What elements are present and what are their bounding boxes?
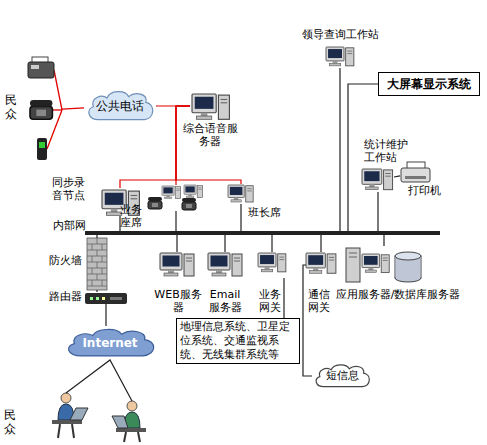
node-label: 短信息	[312, 362, 372, 390]
connector	[176, 235, 177, 252]
node-label: 应用服务器/数据库服务器	[328, 288, 468, 301]
server-icon	[160, 253, 194, 276]
connector	[176, 106, 241, 184]
display-system-box: 大屏幕显示系统	[378, 72, 480, 96]
connector	[283, 278, 284, 318]
workstation: 统计维护工作站	[362, 168, 394, 192]
computer-icon	[184, 185, 203, 198]
firewall-icon	[87, 238, 107, 290]
node-label: 统计维护工作站	[364, 138, 410, 164]
user-icon	[112, 401, 146, 442]
server-icon	[208, 253, 242, 276]
connector	[383, 235, 384, 246]
systems-box: 地理信息系统、卫星定位系统、交通监视系统、无线集群系统等	[176, 318, 300, 364]
connector	[394, 176, 400, 177]
agent-seat: 业务座席	[148, 185, 204, 211]
printer: 打印机	[400, 162, 430, 184]
connector	[320, 235, 321, 252]
gateway-icon	[258, 253, 286, 272]
node-label: 综合语音服务器	[182, 122, 238, 148]
internet-cloud: Internet	[62, 326, 158, 360]
server-icon	[192, 94, 229, 119]
node-label: 防火墙	[49, 254, 85, 267]
connector	[105, 304, 106, 326]
citizen-phones: 民众	[26, 58, 62, 162]
business-gateway: 业务网关	[258, 252, 286, 278]
web-server: WEB服务器	[160, 252, 194, 278]
public-phone-cloud: 公共电话	[84, 88, 156, 124]
firewall: 防火墙	[87, 238, 107, 290]
node-label: 民众	[4, 93, 17, 122]
connector	[175, 211, 176, 231]
connector	[224, 235, 225, 252]
citizen-users: 民众	[45, 390, 155, 440]
comm-gateway: 通信网关	[306, 252, 336, 278]
mobile-icon	[37, 138, 47, 160]
node-label: WEB服务器	[154, 288, 202, 314]
connector	[66, 360, 132, 401]
node-label: 民众	[3, 408, 17, 437]
gateway-icon	[306, 253, 336, 273]
supervisor-seat: 班长席	[228, 184, 254, 204]
computer-icon	[362, 169, 393, 190]
connector	[271, 235, 272, 252]
email-server: Email服务器	[208, 252, 242, 278]
computer-icon	[228, 185, 253, 202]
router-icon	[85, 293, 127, 304]
node-label: 打印机	[408, 184, 448, 197]
fax-icon	[28, 57, 54, 78]
node-label: 班长席	[248, 206, 288, 219]
phone-icon	[30, 100, 52, 119]
connector	[377, 192, 378, 231]
node-label: 领导查询工作站	[285, 28, 395, 41]
node-label: 通信网关	[306, 288, 332, 314]
node-label: 公共电话	[84, 88, 156, 124]
node-label: 同步录音节点	[52, 176, 88, 202]
node-label: Email服务器	[207, 288, 243, 314]
node-label: 地理信息系统、卫星定位系统、交通监视系统、无线集群系统等	[177, 319, 299, 363]
voice-server: 综合语音服务器	[190, 92, 230, 120]
connector	[303, 265, 312, 376]
sms-cloud: 短信息	[312, 362, 372, 390]
workstation: 领导查询工作站	[325, 46, 355, 68]
printer-icon	[401, 162, 430, 182]
connector	[240, 204, 241, 231]
connector	[176, 106, 190, 185]
user-icon	[52, 393, 88, 438]
node-label: 业务座席	[120, 203, 146, 229]
computer-icon	[362, 254, 389, 272]
node-label: 大屏幕显示系统	[379, 73, 479, 95]
node-label: 业务网关	[257, 288, 283, 314]
connector	[339, 68, 340, 231]
router: 路由器	[85, 292, 127, 304]
app-db-server: 应用服务器/数据库服务器	[346, 246, 422, 282]
phone-icon	[182, 198, 196, 210]
node-label: Internet	[62, 326, 158, 360]
connector	[96, 290, 97, 292]
computer-icon	[326, 47, 354, 66]
connector	[62, 108, 84, 109]
node-label: 路由器	[49, 290, 85, 303]
intranet-bus: 内部网	[85, 231, 440, 235]
phone-icon	[148, 197, 162, 209]
computer-icon	[162, 186, 181, 199]
connector	[96, 235, 97, 238]
node-label: 内部网	[53, 219, 89, 232]
app-db-icon	[346, 248, 421, 282]
